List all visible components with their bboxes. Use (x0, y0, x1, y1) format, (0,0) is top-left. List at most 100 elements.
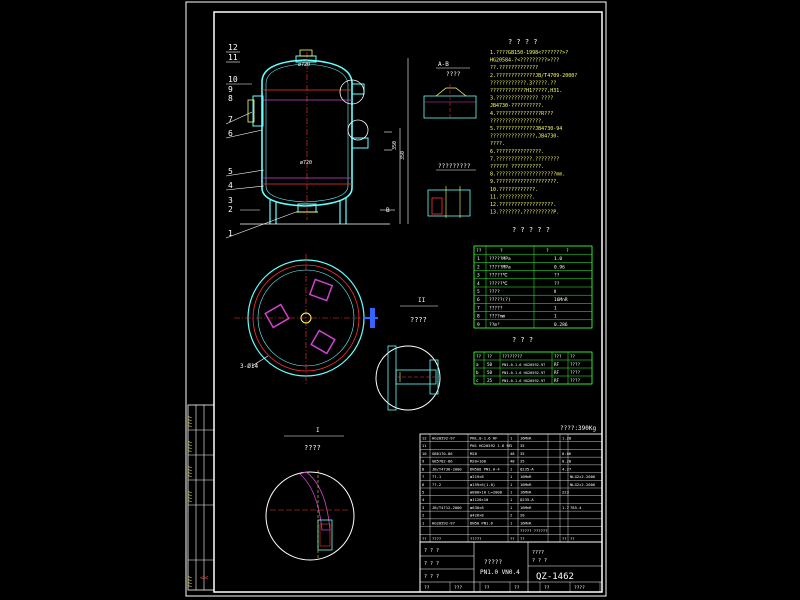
bom-cell: 16MnR (520, 520, 532, 525)
bom-cell: 16MnR (520, 474, 532, 479)
note-line: 13.???????,??????????P. (490, 210, 559, 216)
bom-cell: 16MnR (520, 482, 532, 487)
nozzle-header-cell: ?? (570, 354, 576, 359)
section-i-label: I (316, 427, 320, 434)
section-ab-label: A-B (438, 61, 449, 68)
part-label-6: 6 (228, 129, 233, 138)
dim-mid: ø720 (300, 160, 312, 166)
section-ii-label: II ???? (400, 297, 438, 324)
section-i-sub: ???? (304, 444, 321, 452)
part-label-3: 3 (228, 196, 233, 205)
left-strip: ???? ???? ???? ???? ???? << (187, 404, 215, 591)
nozzle-cell: ???? (570, 378, 581, 383)
bom-cell: ø219×8 (470, 474, 484, 479)
bom-cell: 20 (520, 513, 525, 518)
title-name-2: PN1.0 VN0.4 (480, 569, 520, 576)
spec-cell: ????? (489, 305, 503, 311)
bom-cell: ????? ?????? (520, 528, 547, 533)
spec-cell: 0.96 (554, 264, 565, 270)
note-line: 7.????????????.???????? (490, 156, 559, 162)
bom-cell: 0.06 (562, 451, 572, 456)
title-name-1: ????? (484, 559, 502, 566)
nozzle-cell: PN1.0-1.6 HG20592-97 (502, 371, 545, 375)
spec-header-cell: ?? (476, 248, 482, 254)
spec-cell: ?????℃ (489, 281, 509, 287)
dim-bottom: B (386, 207, 390, 214)
note-line: HG20584-?<?????????>??? (490, 58, 559, 64)
bom-cell: 10 (422, 451, 427, 456)
spec-cell: ?? (554, 281, 560, 287)
nozzle-cell: c (476, 378, 479, 383)
spec-cell: 1.0 (554, 256, 562, 262)
bom-cell: 8 (422, 466, 425, 471)
technical-notes: ? ? ? ? 1.????GB150-1998<???????>? HG205… (490, 38, 577, 216)
bom-cell: 785.4 (570, 505, 582, 510)
title-cell-1: ???? (532, 550, 544, 556)
section-2-sub: ????????? (438, 163, 471, 170)
left-strip-bottom-label: ???? (188, 576, 194, 588)
bom-cell: DN50 PN1.6 (470, 520, 494, 525)
spec-cell: 4 (477, 281, 480, 287)
part-label-2: 2 (228, 205, 233, 214)
part-label-10: 10 (228, 75, 238, 84)
spec-cell: 9 (477, 322, 480, 328)
bom-cell: ø159×6(1.0) (470, 482, 495, 487)
part-label-7: 7 (228, 115, 233, 124)
bom-cell: M20 (470, 451, 478, 456)
vessel-plan-view: 3-Ø14 (234, 254, 378, 384)
left-strip-label-2: ???? (188, 441, 194, 453)
bom-cell: 6 (422, 482, 425, 487)
spec-cell: ????mm (489, 314, 506, 320)
left-strip-mark: << (200, 574, 208, 582)
spec-cell: 8 (477, 314, 480, 320)
title-bottom-cell: ??? (454, 585, 462, 591)
nozzle-header-cell: ??? (554, 354, 562, 359)
bom-cell: HG20592-97 (432, 520, 455, 525)
title-block: ????? PN1.0 VN0.4 QZ-1462 ???? ? ? ? ? ?… (419, 541, 603, 593)
part-label-4: 4 (228, 181, 233, 190)
bom-cell: HG20592-97 (432, 436, 455, 441)
section-ii-sub: ???? (410, 316, 427, 324)
part-labels: 12 11 10 9 8 7 6 5 4 3 2 1 (225, 43, 297, 239)
bom-cell: 48 (510, 459, 515, 464)
bom-total-weight: ????:390Kg (560, 425, 597, 432)
bom-cell: 1 (510, 474, 513, 479)
plan-note: 3-Ø14 (240, 363, 258, 370)
nozzle-cell: RF (554, 370, 560, 375)
bom-cell: Q235-A (520, 466, 534, 471)
bom-cell: 35 (520, 451, 525, 456)
bom-cell: 1 (510, 490, 513, 495)
title-cell-2: ? ? ? (424, 548, 439, 554)
spec-cell: 5 (477, 289, 480, 295)
bom-cell: 223 (562, 490, 569, 495)
bom-cell: PN1.0-1.6 RF (470, 436, 498, 441)
bom-cell: 3 (422, 505, 424, 510)
bom-header-cell: ?? (520, 536, 525, 541)
bom-cell: 35 (520, 459, 525, 464)
note-line: ????????????.3?????.?? (490, 80, 556, 86)
bom-cell: 35 (520, 443, 525, 448)
bom-cell: 1.7 (562, 505, 569, 510)
dim-right-1: 350 (400, 151, 406, 160)
bom-cell: 9 (422, 459, 425, 464)
spec-cell: ??m³ (489, 322, 500, 328)
note-line: 5.?????????????JB4730-94 (490, 126, 562, 132)
spec-cell: ?????℃ (489, 273, 509, 279)
spec-cell: 7 (477, 305, 480, 311)
bom-header-cell: ?? (570, 536, 575, 541)
part-label-5: 5 (228, 167, 233, 176)
spec-cell: 3 (477, 273, 480, 279)
bom-cell: 16MnR (520, 436, 532, 441)
bom-cell: 1 (510, 497, 513, 502)
note-line: ???????????????,JB4730- (490, 134, 559, 140)
note-line: 3.?????????????? ???? (490, 96, 553, 102)
title-bottom-cell: ?? (424, 585, 430, 591)
title-cell-5: ? ? ? (532, 558, 547, 564)
note-line: 10.????????????. (490, 187, 538, 193)
bom-cell: 1 (510, 466, 513, 471)
dim-top: ø720 (298, 62, 310, 68)
bom-cell: 16MnR (520, 505, 532, 510)
bom-header-cell: ?? (422, 536, 427, 541)
nozzle-cell: 25 (487, 378, 493, 383)
